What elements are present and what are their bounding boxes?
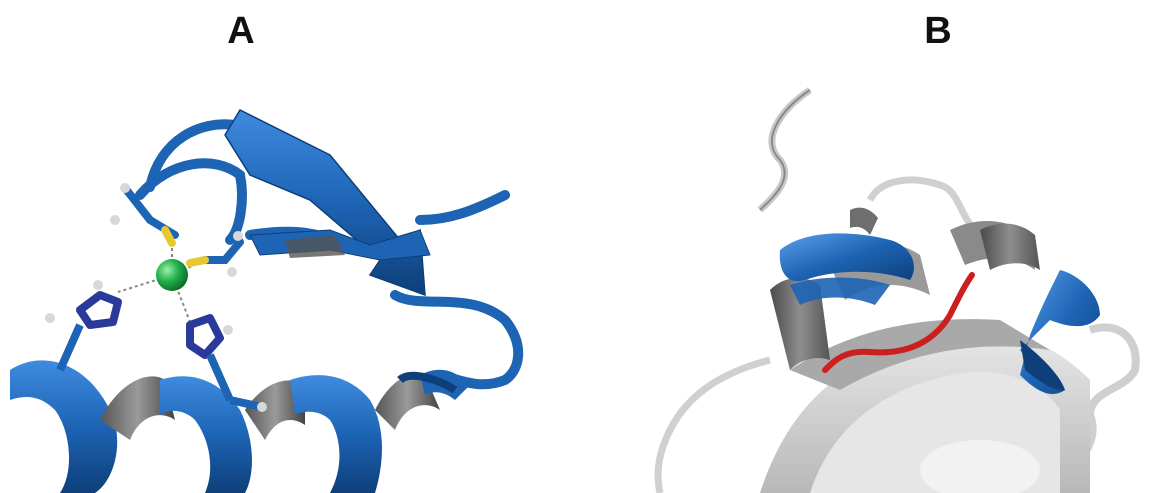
panel-b-label: B bbox=[908, 10, 968, 53]
panel-a-label: A bbox=[211, 10, 271, 53]
panel-a-structure bbox=[0, 80, 575, 493]
metal-ion-sphere bbox=[156, 259, 188, 291]
panel-b-image bbox=[620, 70, 1150, 493]
panel-b-structure bbox=[620, 70, 1150, 493]
left-blue-helix bbox=[780, 233, 914, 305]
beta-hairpin-sheet bbox=[225, 110, 430, 295]
alpha-helix bbox=[10, 360, 470, 493]
panel-a-image bbox=[0, 80, 575, 493]
